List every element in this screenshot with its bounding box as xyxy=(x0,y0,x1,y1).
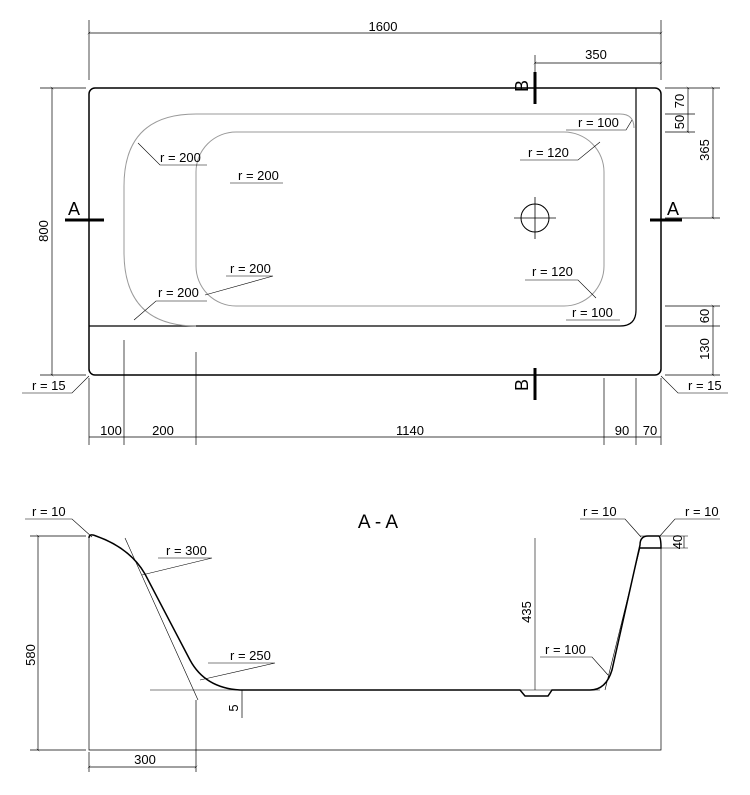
dim-drain-from-top-value: 365 xyxy=(697,139,712,161)
plan-r-inner-br: r = 100 xyxy=(572,305,613,320)
plan-r-inner-tl: r = 200 xyxy=(160,150,201,165)
dim-overall-length xyxy=(87,20,663,80)
section-mark-a-right: A xyxy=(650,199,682,222)
plan-r-outer-left: r = 15 xyxy=(32,378,66,393)
section-radius-leaders xyxy=(25,518,720,681)
plan-outer-outline xyxy=(88,87,662,376)
plan-radius-leaders xyxy=(22,119,728,394)
plan-view: A A B B 1600 350 xyxy=(22,19,728,445)
dim-bottom-chain xyxy=(88,340,662,445)
section-r-right-lip-inner: r = 10 xyxy=(583,504,617,519)
dim-section-height-value: 580 xyxy=(23,644,38,666)
dim-overall-width-value: 800 xyxy=(36,220,51,242)
dim-apron-inner-value: 60 xyxy=(697,309,712,323)
dim-overall-width xyxy=(40,86,86,377)
section-mark-b-bottom: B xyxy=(512,368,537,400)
dim-bottom-seg-3: 1140 xyxy=(396,423,424,438)
section-r-left-floor: r = 250 xyxy=(230,648,271,663)
section-frame xyxy=(88,538,662,751)
dim-bottom-seg-1: 100 xyxy=(100,423,122,438)
section-construction-lines xyxy=(124,535,688,701)
plan-r-basin-tl: r = 200 xyxy=(238,168,279,183)
section-r-left-wall: r = 300 xyxy=(166,543,207,558)
dim-bottom-seg-5: 70 xyxy=(643,423,657,438)
dim-foot-length xyxy=(87,700,198,772)
dim-foot-length-value: 300 xyxy=(134,752,156,767)
section-r-right-lip-outer: r = 10 xyxy=(685,504,719,519)
section-mark-a-left-label: A xyxy=(68,199,80,219)
dim-overall-length-value: 1600 xyxy=(369,19,398,34)
plan-r-inner-bl: r = 200 xyxy=(158,285,199,300)
dim-section-height xyxy=(30,534,86,752)
section-mark-b-top-label: B xyxy=(512,80,532,92)
dim-rim-top-value: 50 xyxy=(672,115,687,129)
section-r-left-lip: r = 10 xyxy=(32,504,66,519)
dim-drain-offset xyxy=(533,55,663,72)
section-profile xyxy=(88,534,662,697)
dim-rim-thickness-value: 40 xyxy=(670,535,685,549)
plan-r-basin-tr: r = 120 xyxy=(528,145,569,160)
dim-drain-offset-value: 350 xyxy=(585,47,607,62)
dim-right-stack xyxy=(665,86,720,377)
dim-bottom-seg-4: 90 xyxy=(615,423,629,438)
dim-rim-top-inner-value: 70 xyxy=(672,94,687,108)
section-r-right-floor: r = 100 xyxy=(545,642,586,657)
section-view: A - A 580 435 40 5 xyxy=(23,504,720,772)
section-mark-a-left: A xyxy=(65,199,104,222)
section-mark-a-right-label: A xyxy=(667,199,679,219)
section-title: A - A xyxy=(358,512,398,533)
dim-bottom-seg-2: 200 xyxy=(152,423,174,438)
section-mark-b-bottom-label: B xyxy=(512,379,532,391)
drain-symbol xyxy=(514,197,556,239)
plan-r-basin-br: r = 120 xyxy=(532,264,573,279)
plan-inner-contour xyxy=(123,113,635,327)
plan-basin-contour xyxy=(195,131,605,307)
plan-r-inner-tr: r = 100 xyxy=(578,115,619,130)
dim-apron-outer-value: 130 xyxy=(697,338,712,360)
section-mark-b-top: B xyxy=(512,72,537,104)
plan-r-outer-right: r = 15 xyxy=(688,378,722,393)
plan-inner-rim xyxy=(89,88,637,327)
plan-r-basin-bl: r = 200 xyxy=(230,261,271,276)
dim-bottom-thickness-value: 5 xyxy=(226,704,241,711)
dim-section-depth-value: 435 xyxy=(519,601,534,623)
